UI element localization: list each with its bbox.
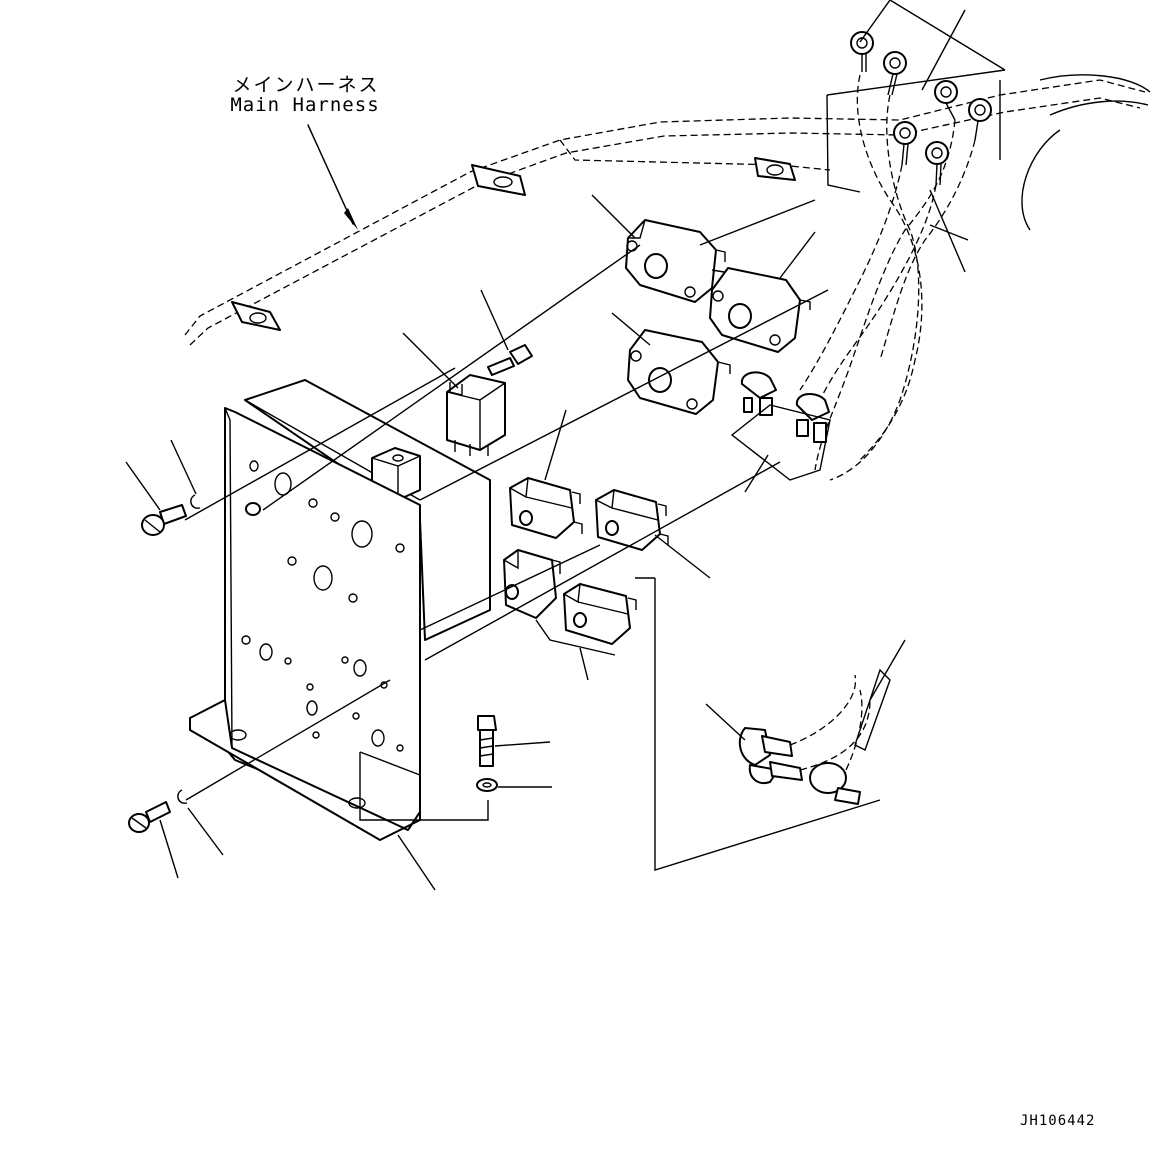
- leader-lines: [125, 0, 966, 891]
- switch-1: [509, 477, 583, 539]
- terminal-bracket: [826, 0, 1006, 241]
- circuit-breaker-2: [709, 267, 811, 353]
- elbow-connector-icon: [730, 371, 831, 481]
- bolt-icon: [487, 344, 533, 376]
- drawing-reference-code: JH106442: [1020, 1113, 1096, 1129]
- washer-bottom: [476, 778, 498, 792]
- cap-screw-bottom: [128, 801, 171, 833]
- lower-connectors: [738, 668, 891, 805]
- bolt-bottom: [477, 715, 497, 767]
- mounting-plate: [189, 379, 491, 841]
- harness-label-japanese: メインハーネス: [232, 74, 380, 96]
- lock-washer-top: [190, 494, 201, 509]
- switch-2: [595, 489, 669, 551]
- harness-label-english: Main Harness: [230, 94, 380, 116]
- wire-bundle: [799, 74, 976, 481]
- cap-screw-top: [141, 504, 187, 536]
- main-harness: [184, 74, 1151, 346]
- switch-3: [503, 549, 561, 619]
- relay: [446, 374, 506, 456]
- lock-washer-bottom: [177, 789, 188, 804]
- circuit-breaker-1: [625, 219, 726, 303]
- ring-terminal-icon: [850, 31, 992, 186]
- harness-leader-arrow: [307, 124, 358, 230]
- switch-4: [563, 583, 637, 645]
- circuit-breaker-3: [627, 329, 731, 415]
